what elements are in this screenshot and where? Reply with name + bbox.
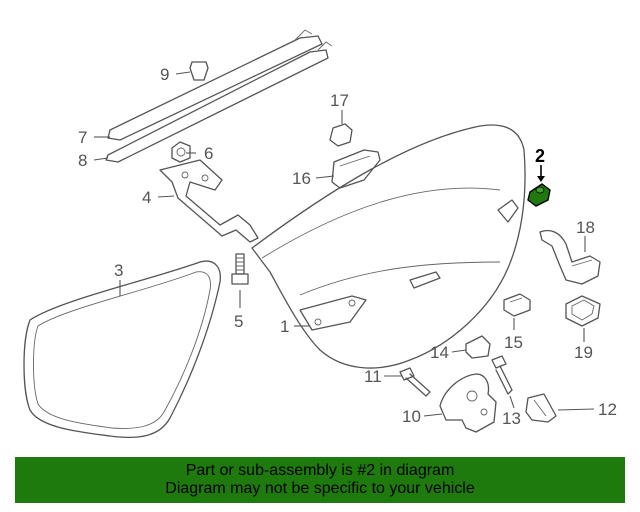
leader-lines (93, 71, 595, 417)
callout-18: 18 (576, 218, 595, 237)
callout-17: 17 (330, 91, 349, 110)
callout-8: 8 (78, 151, 87, 170)
stud-5 (231, 253, 249, 285)
cover-19 (565, 295, 601, 327)
callout-9: 9 (160, 65, 169, 84)
clip-9 (189, 61, 209, 81)
trunk-lid-1 (251, 124, 526, 369)
callout-3: 3 (114, 261, 123, 280)
striker-12 (525, 393, 557, 423)
callout-5: 5 (234, 312, 243, 331)
callout-16: 16 (292, 169, 311, 188)
callout-2: 2 (535, 146, 545, 166)
clip-14 (465, 335, 491, 359)
light-housing-16 (331, 149, 381, 189)
callout-14: 14 (430, 343, 449, 362)
info-banner: Part or sub-assembly is #2 in diagram Di… (15, 457, 625, 503)
hinge-4 (159, 159, 259, 243)
highlighted-part-2 (527, 183, 551, 207)
callout-15: 15 (504, 333, 523, 352)
banner-line-disclaimer: Diagram may not be specific to your vehi… (165, 480, 475, 497)
callout-1: 1 (280, 317, 289, 336)
callout-6: 6 (204, 144, 213, 163)
callout-12: 12 (598, 400, 617, 419)
nut-6 (171, 141, 191, 163)
switch-15 (503, 293, 531, 317)
bolt-11 (399, 367, 431, 397)
latch-10 (439, 373, 497, 433)
callout-4: 4 (142, 188, 151, 207)
weatherstrip-3 (23, 260, 221, 439)
callout-11: 11 (364, 367, 382, 386)
actuator-18 (539, 229, 601, 285)
callout-7: 7 (78, 128, 87, 147)
callout-19: 19 (574, 343, 593, 362)
banner-line-part: Part or sub-assembly is #2 in diagram (185, 462, 455, 479)
bracket-17 (329, 123, 353, 147)
callout-10: 10 (402, 407, 421, 426)
torsion-rod-7 (105, 29, 333, 163)
parts-diagram: 9 7 8 6 4 17 16 2 18 3 5 1 15 19 14 11 1… (23, 29, 617, 439)
callout-13: 13 (502, 409, 521, 428)
bolt-13 (491, 355, 513, 395)
